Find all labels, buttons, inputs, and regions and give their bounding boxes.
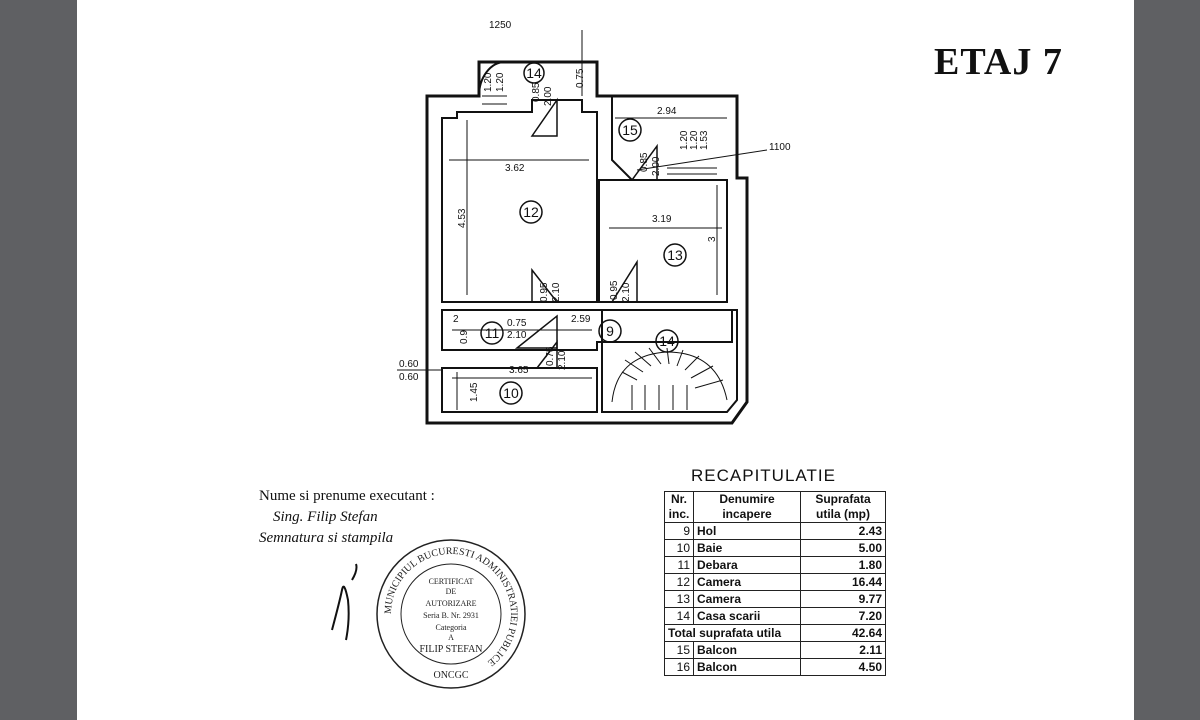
stamp-line-1: CERTIFICAT (429, 577, 474, 586)
room-label-9: 9 (606, 323, 614, 339)
dim-085a: 0.85 (531, 82, 542, 102)
door-11 (514, 314, 558, 349)
dim-210b: 2.10 (621, 282, 632, 302)
dim-294: 2.94 (657, 106, 677, 117)
floor-title: ETAJ 7 (934, 41, 1063, 83)
dim-319: 3.19 (652, 214, 672, 225)
door-15 (630, 143, 658, 181)
stair-arc (611, 351, 728, 403)
room-label-13: 13 (667, 247, 683, 263)
dim-210d: 2.10 (557, 350, 568, 370)
recap-total-label: Total suprafata utila (664, 624, 801, 642)
plan-outer-wall (425, 60, 749, 425)
dim-120c: 1.20 (679, 130, 690, 150)
recap-title: RECAPITULATIE (691, 466, 836, 485)
stamp-line-5: Categoria (435, 623, 467, 632)
stamp-line-3: AUTORIZARE (426, 599, 477, 608)
executor-label: Nume si prenume executant : (259, 488, 435, 504)
dim-2: 2 (453, 314, 459, 325)
recap-total-row: Total suprafata utila 42.64 (664, 624, 886, 642)
dim-453: 4.53 (457, 208, 468, 228)
room-label-14: 14 (659, 333, 675, 349)
dim-210a: 2.10 (551, 282, 562, 302)
stamp-line-4: Seria B. Nr. 2931 (423, 611, 479, 620)
door-13 (610, 259, 638, 303)
dim-120a: 1.20 (483, 72, 494, 92)
handwritten-signature (331, 563, 358, 641)
dim-153: 1.53 (699, 130, 710, 150)
room-label-14-balcony: 14 (526, 65, 542, 81)
dim-060a: 0.60 (399, 359, 419, 370)
document-sheet: ETAJ 7 (77, 0, 1134, 720)
dim-09: 0.9 (459, 330, 470, 344)
door-12-bottom (531, 267, 559, 303)
dim-095a: 0.95 (539, 282, 550, 302)
dim-362: 3.62 (505, 163, 525, 174)
recap-table: Nr. inc. Denumire incapere Suprafata uti… (664, 491, 886, 676)
signature-label: Semnatura si stampila (259, 530, 394, 546)
door-12-top (530, 97, 558, 137)
dim-075c: 0.75 (545, 346, 556, 366)
recap-header-area: Suprafata utila (mp) (800, 491, 886, 523)
dim-095b: 0.95 (609, 280, 620, 300)
floor-plan: 12 13 14 15 11 9 10 14 1250 1.20 1.20 0.… (397, 20, 791, 425)
dim-200a: 2.00 (543, 86, 554, 106)
recap-header-name: Denumire incapere (693, 491, 801, 523)
stamp-line-8: ONCGC (433, 670, 468, 681)
dim-075b: 0.75 (507, 318, 527, 329)
recap-header-row: Nr. inc. Denumire incapere Suprafata uti… (664, 491, 886, 523)
room-12-outline (441, 99, 598, 303)
dim-259: 2.59 (571, 314, 591, 325)
room-label-15: 15 (622, 122, 638, 138)
stamp-line-2: DE (446, 587, 457, 596)
door-10 (535, 339, 558, 369)
dim-3: 3 (707, 236, 718, 242)
dim-085b: 0.85 (639, 152, 650, 172)
balcony-arc (478, 61, 506, 97)
stair-room-outline (601, 309, 738, 413)
executor-block: Nume si prenume executant : Sing. Filip … (259, 486, 435, 549)
room-label-12: 12 (523, 204, 539, 220)
stamp-line-7: FILIP STEFAN (419, 644, 482, 655)
stamp-line-6: A (448, 633, 454, 642)
dim-1100: 1100 (769, 142, 791, 153)
dim-365: 3.65 (509, 365, 529, 376)
recap-header-nr: Nr. inc. (664, 491, 694, 523)
dim-120b: 1.20 (495, 72, 506, 92)
dim-060b: 0.60 (399, 372, 419, 383)
recap-total-value: 42.64 (800, 624, 886, 642)
dim-075a: 0.75 (575, 68, 586, 88)
dim-145: 1.45 (469, 382, 480, 402)
room-label-11: 11 (485, 325, 500, 341)
dim-120d: 1.20 (689, 130, 700, 150)
dim-200b: 2.00 (651, 156, 662, 176)
executor-name: Sing. Filip Stefan (273, 509, 378, 525)
room-15-outline (611, 96, 727, 181)
dim-1250: 1250 (489, 20, 512, 31)
room-label-10: 10 (503, 385, 519, 401)
dim-210c: 2.10 (507, 330, 527, 341)
official-stamp: MUNICIPIUL BUCURESTI ADMINISTRATIEI PUBL… (376, 539, 526, 689)
